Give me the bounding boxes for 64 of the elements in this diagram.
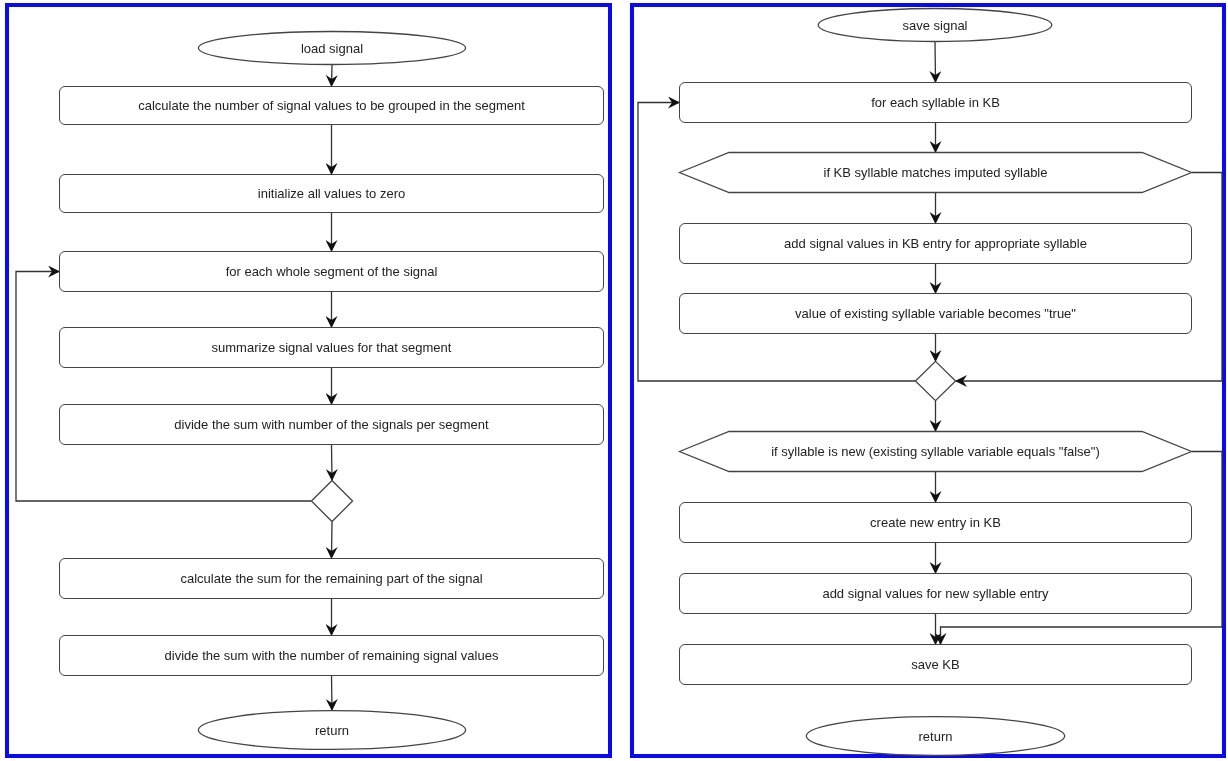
step-label: for each whole segment of the signal — [224, 264, 439, 279]
arrow — [325, 64, 338, 87]
terminal-ellipse — [805, 716, 1066, 756]
step-label: load signal — [299, 40, 365, 56]
process-box — [679, 573, 1192, 614]
step-label: create new entry in KB — [869, 515, 1002, 530]
process-box — [679, 82, 1192, 123]
arrow — [325, 212, 338, 252]
panel-frame — [5, 3, 612, 758]
step-label: add signal values for new syllable entry — [821, 586, 1050, 601]
merge-diamond — [915, 361, 956, 401]
arrow — [325, 598, 338, 636]
step-label: save KB — [910, 657, 961, 672]
arrow — [929, 613, 942, 645]
arrow — [929, 122, 942, 153]
arrow — [325, 675, 338, 711]
step-label: calculate the number of signal values to be grouped in the segment — [137, 98, 526, 113]
arrow — [325, 291, 338, 328]
terminal-ellipse — [197, 31, 467, 65]
process-box — [679, 644, 1192, 685]
step-label: divide the sum with number of the signals per segment — [173, 417, 490, 432]
step-label: return — [917, 728, 954, 744]
arrow — [929, 41, 942, 83]
step-label: divide the sum with the number of remaining signal values — [163, 648, 500, 663]
arrow — [15, 265, 312, 502]
arrow — [325, 521, 338, 559]
decision-hexagon — [679, 152, 1192, 193]
arrow — [325, 124, 338, 175]
step-label: if KB syllable matches imputed syllable — [822, 165, 1049, 180]
step-label: value of existing syllable variable becomes "true" — [794, 306, 1077, 321]
process-box — [59, 86, 604, 125]
process-box — [679, 223, 1192, 264]
arrow — [325, 444, 338, 481]
merge-diamond — [311, 480, 353, 522]
process-box — [679, 502, 1192, 543]
process-box — [679, 293, 1192, 334]
arrow — [929, 263, 942, 294]
arrow — [929, 542, 942, 574]
arrow — [929, 192, 942, 224]
terminal-ellipse — [817, 8, 1053, 42]
process-box — [59, 327, 604, 368]
step-label: add signal values in KB entry for appropriate syllable — [783, 236, 1088, 251]
arrow — [929, 471, 942, 503]
step-label: summarize signal values for that segment — [210, 340, 453, 355]
process-box — [59, 404, 604, 445]
terminal-ellipse — [197, 710, 467, 750]
panel-frame — [630, 3, 1226, 758]
step-label: if syllable is new (existing syllable variable equals "false") — [770, 444, 1101, 459]
step-label: calculate the sum for the remaining part of the signal — [179, 571, 484, 586]
arrow — [325, 367, 338, 405]
process-box — [59, 558, 604, 599]
step-label: save signal — [901, 17, 969, 33]
step-label: initialize all values to zero — [256, 186, 407, 201]
step-label: return — [314, 722, 350, 738]
process-box — [59, 174, 604, 213]
process-box — [59, 635, 604, 676]
process-box — [59, 251, 604, 292]
arrow — [929, 400, 942, 432]
step-label: for each syllable in KB — [870, 95, 1001, 110]
arrow — [637, 96, 916, 382]
arrow — [955, 171, 1223, 387]
arrow — [929, 333, 942, 362]
decision-hexagon — [679, 431, 1192, 472]
arrow — [934, 450, 1223, 645]
